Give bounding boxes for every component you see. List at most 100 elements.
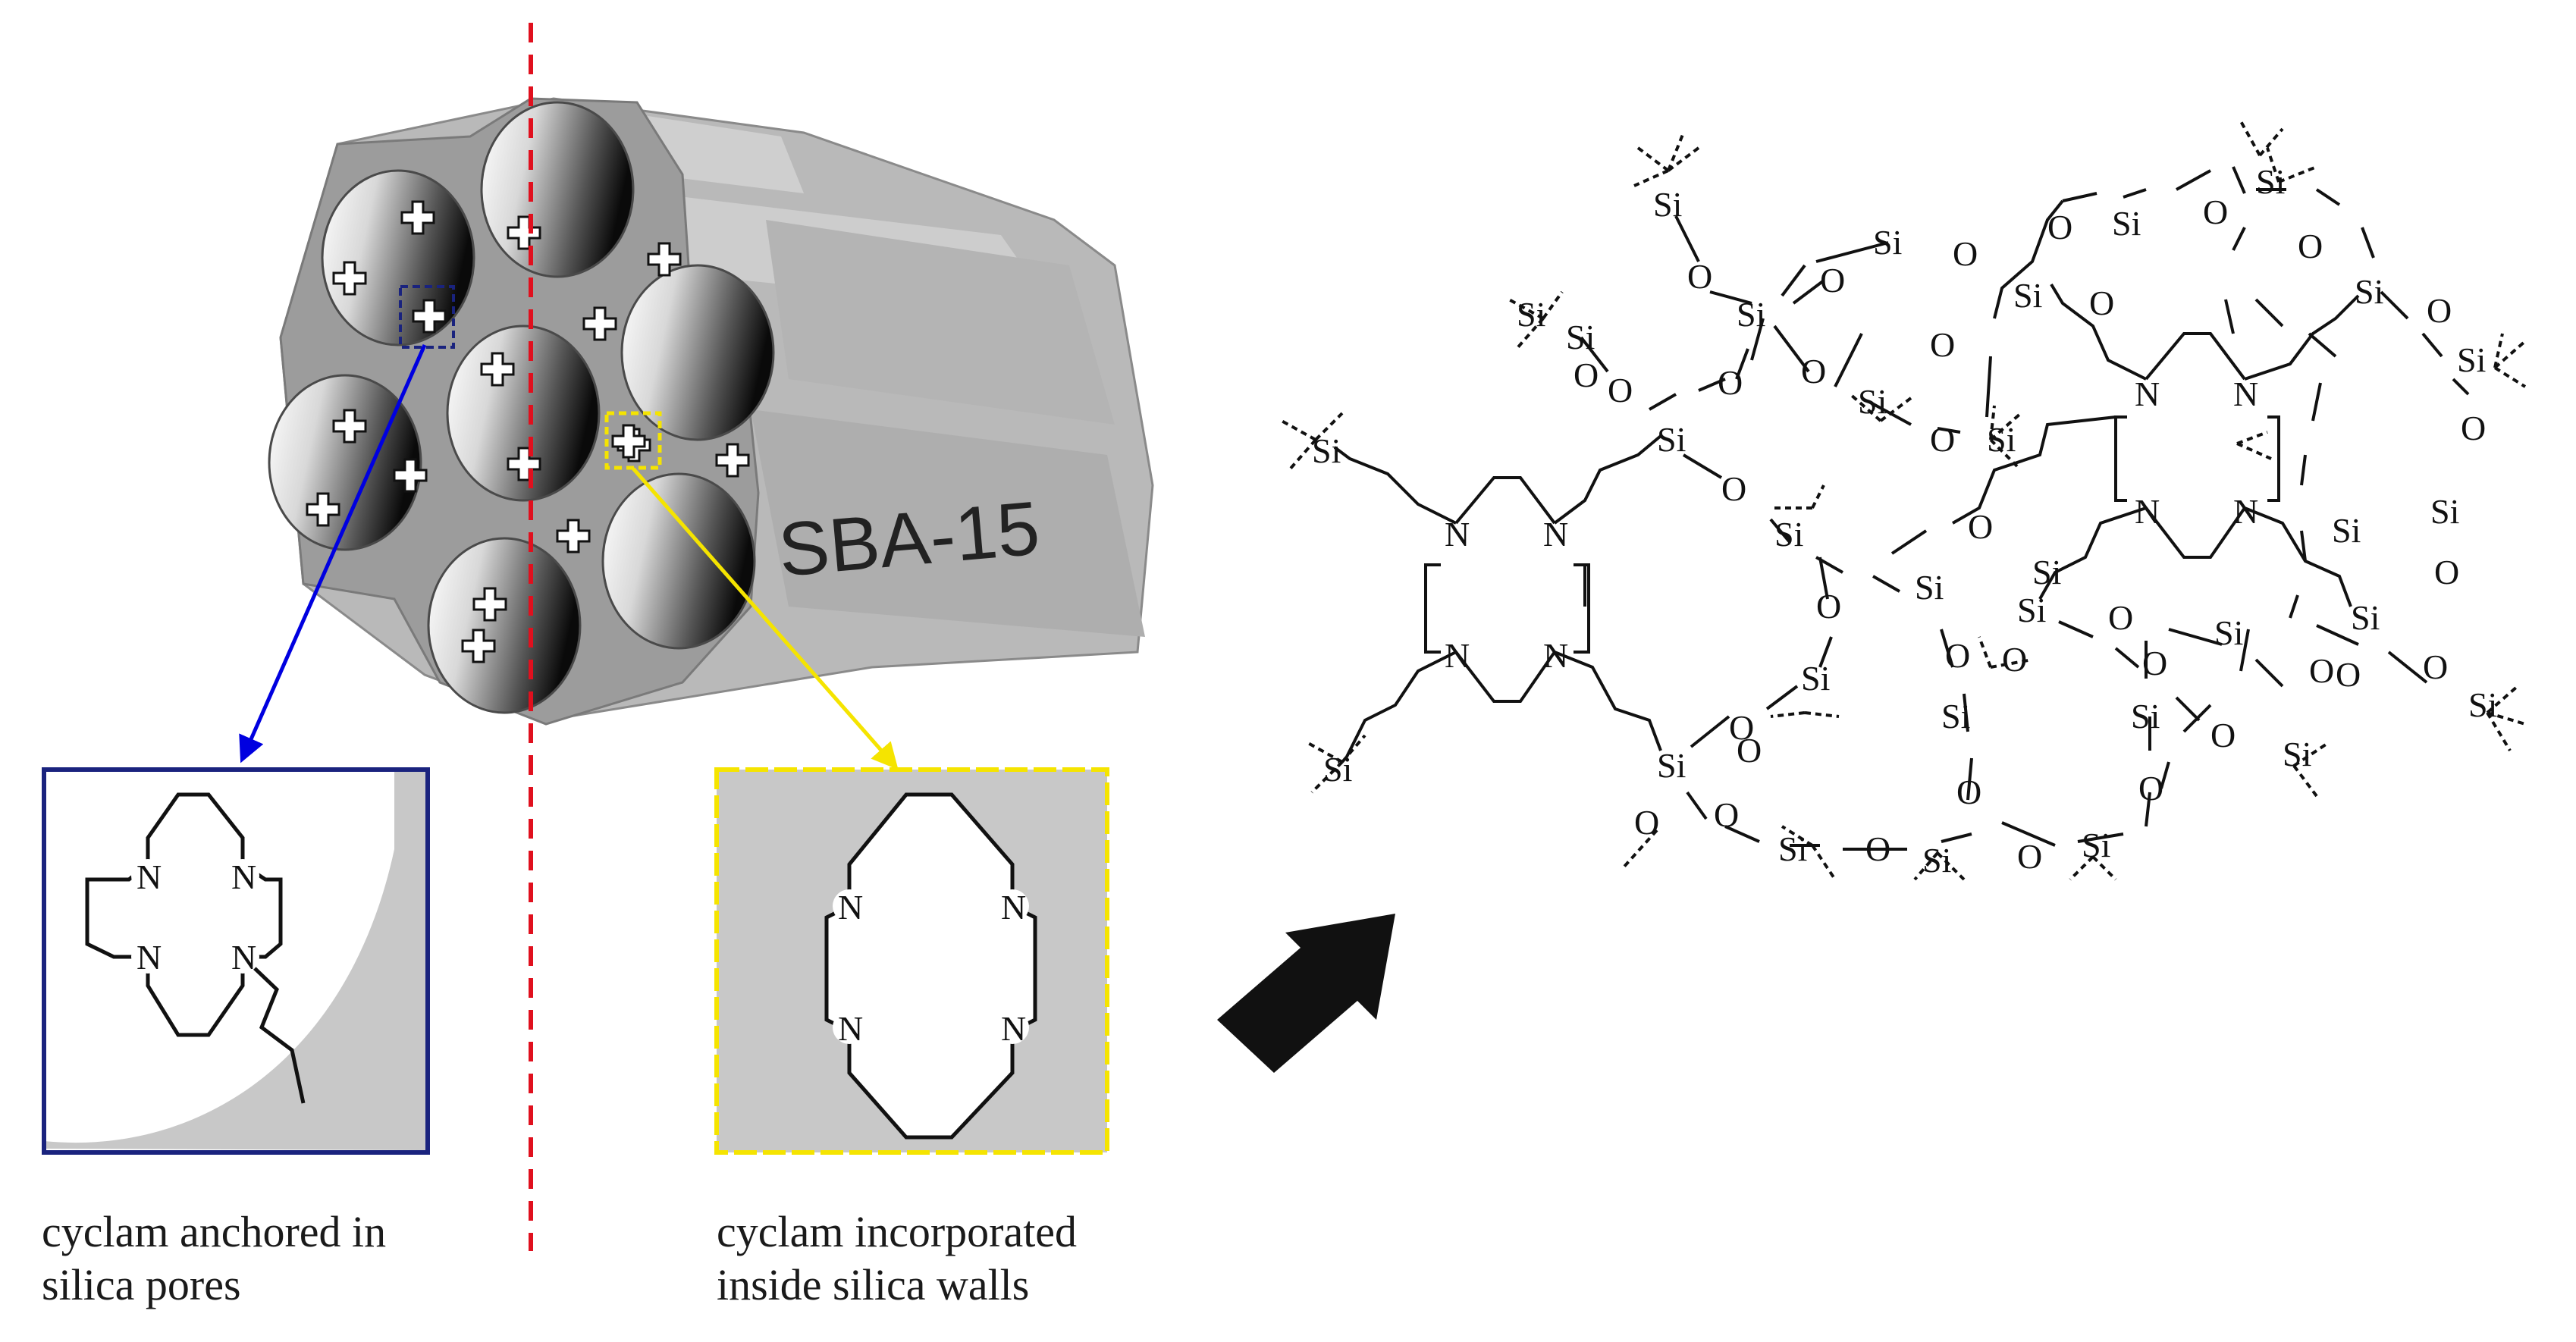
cyclam-marker-icon [393, 458, 428, 493]
network-atoms: Si O Si O Si O O O Si O Si Si O O Si O S… [1312, 162, 2497, 880]
nitrogen-atom: N [2135, 375, 2160, 413]
silica-wall-side-2 [751, 409, 1145, 637]
oxygen-atom: O [1953, 234, 1978, 273]
cyclam-marker-icon [332, 409, 367, 444]
silicon-atom: Si [1566, 318, 1595, 356]
oxygen-atom: O [1816, 587, 1841, 626]
oxygen-atom: O [1930, 325, 1955, 364]
oxygen-atom: O [1721, 469, 1746, 508]
nitrogen-atom: N [838, 888, 863, 927]
nitrogen-atom: N [136, 858, 162, 896]
oxygen-atom: O [2203, 193, 2228, 231]
silicon-atom: Si [1737, 295, 1765, 334]
nitrogen-atom: N [231, 938, 256, 977]
pore [601, 472, 756, 650]
oxygen-atom: O [2309, 651, 2334, 690]
alkyl-tether [241, 955, 306, 1104]
cyclam-marker-icon [412, 299, 447, 334]
cyclam-marker-icon [461, 629, 496, 663]
oxygen-atom: O [2002, 640, 2027, 679]
oxygen-atom: O [1801, 352, 1826, 390]
nitrogen-atom: N [136, 938, 162, 977]
silicon-atom: Si [2430, 492, 2459, 531]
oxygen-atom: O [2047, 208, 2072, 246]
nitrogen-atom: N [2233, 375, 2258, 413]
silicon-atom: Si [1657, 746, 1686, 785]
nitrogen-atom: N [231, 858, 256, 896]
caption-right-line-1: cyclam incorporated [717, 1207, 1078, 1256]
silicon-atom: Si [1987, 420, 2016, 459]
cyclam-marker-icon [306, 492, 340, 527]
wall-highlight-box [604, 411, 662, 470]
oxygen-atom: O [1687, 257, 1712, 296]
caption-left: cyclam anchored in silica pores [42, 1206, 386, 1312]
cyclam-markers [306, 200, 750, 663]
black-block-arrow-icon [1217, 914, 1395, 1073]
silicon-atom: Si [1941, 697, 1970, 735]
pore [321, 169, 475, 346]
oxygen-atom: O [1634, 803, 1659, 842]
oxygen-atom: O [2427, 291, 2452, 330]
oxygen-atom: O [2434, 553, 2459, 591]
oxygen-atom: O [1945, 636, 1970, 675]
oxygen-atom: O [2336, 655, 2361, 694]
oxygen-atom: O [2298, 227, 2323, 265]
silicon-atom: Si [1873, 223, 1902, 262]
oxygen-atom: O [1714, 795, 1739, 834]
silicon-atom: Si [2351, 598, 2380, 637]
yellow-pointer-arrow-icon [632, 467, 899, 770]
cyclam-marker-icon [332, 261, 367, 296]
silicon-atom: Si [1801, 659, 1830, 698]
silicon-atom: Si [2032, 553, 2061, 591]
silicon-atom: Si [2013, 276, 2042, 315]
oxygen-atom: O [2089, 284, 2114, 322]
cyclam-marker-icon [582, 306, 617, 341]
oxygen-atom: O [1930, 420, 1955, 459]
oxygen-atom: O [2142, 644, 2167, 682]
nitrogen-atom: N [1543, 636, 1568, 675]
silicon-atom: Si [1517, 295, 1545, 334]
cyclam-marker-icon [647, 242, 682, 277]
silicon-atom: Si [1657, 420, 1686, 459]
oxygen-atom: O [1865, 829, 1890, 868]
caption-left-line-2: silica pores [42, 1260, 241, 1309]
pore [480, 101, 635, 278]
oxygen-atom: O [2210, 716, 2236, 754]
sba15-particle: SBA-15 [268, 97, 1154, 726]
network-cyclam-left [1424, 476, 1590, 703]
nitrogen-atom: N [838, 1009, 863, 1048]
silicon-atom: Si [1774, 515, 1803, 553]
cyclam-marker-icon [507, 447, 541, 481]
cyclam-marker-icon [472, 587, 507, 622]
pore [427, 537, 582, 714]
bonds [1333, 166, 2470, 851]
pore-wall-shape [44, 772, 425, 1150]
nitrogen-atom: N [2233, 492, 2258, 531]
silica-network [1281, 121, 2527, 881]
oxygen-atom: O [2108, 598, 2133, 637]
silicon-atom: Si [1323, 750, 1352, 789]
silicon-atom: Si [2283, 735, 2311, 773]
silicon-atom: Si [1858, 382, 1887, 421]
oxygen-atom: O [1608, 371, 1633, 409]
nitrogen-atom: N [1001, 1009, 1026, 1048]
inset-pore-anchored: N N N N [42, 767, 430, 1155]
silicon-atom: Si [1922, 841, 1951, 880]
oxygen-atom: O [2461, 409, 2486, 447]
silicon-atom: Si [1778, 829, 1807, 868]
cyclam-marker-icon [715, 443, 750, 478]
cyclam-ring [85, 792, 283, 1037]
nitrogen-atom: N [1543, 515, 1568, 553]
oxygen-atom: O [1729, 708, 1754, 747]
oxygen-atom: O [1718, 363, 1743, 402]
oxygen-atom: O [2017, 837, 2042, 876]
oxygen-atom: O [1737, 731, 1762, 770]
silicon-atom: Si [2214, 613, 2243, 652]
silicon-atom: Si [1915, 568, 1944, 607]
silicon-atom: Si [2131, 697, 2160, 735]
silicon-atom: Si [1312, 431, 1341, 470]
nitrogen-atom: N [2135, 492, 2160, 531]
silicon-atom: Si [2082, 826, 2110, 864]
oxygen-atom: O [1820, 261, 1845, 299]
